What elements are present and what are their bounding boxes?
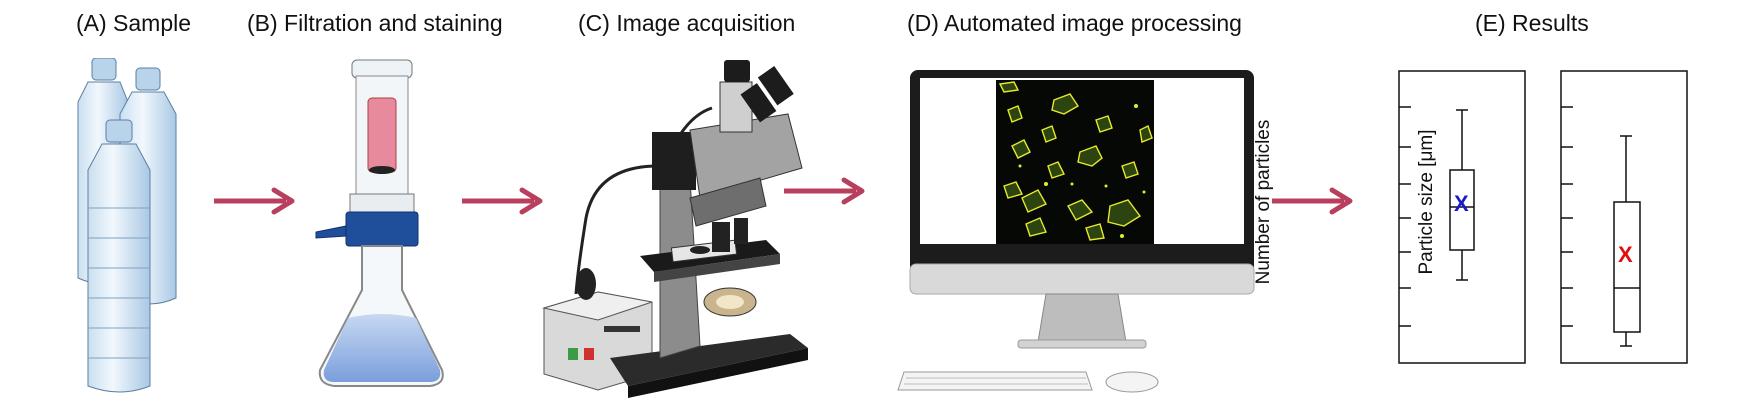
mouse [1105, 371, 1159, 393]
microscope-illustration [542, 60, 808, 398]
arrow-a-to-b [214, 187, 295, 215]
arrow-b-to-c [462, 187, 543, 215]
plot2-mean-marker: X [1618, 242, 1633, 267]
title-sample: (A) Sample [76, 10, 192, 36]
fluorescence-image [996, 80, 1154, 244]
filtration-flask-illustration [315, 59, 444, 387]
plot2-y-axis-label: Particle size [μm] [1416, 129, 1437, 275]
title-acquisition: (C) Image acquisition [578, 10, 796, 36]
title-results: (E) Results [1475, 10, 1589, 36]
computer-monitor-illustration [897, 70, 1255, 393]
plot1-y-axis-label: Number of particles [1253, 119, 1274, 285]
boxplot-particle-size [1560, 70, 1688, 364]
arrow-d-to-e [1272, 187, 1353, 215]
arrow-c-to-d [784, 177, 865, 205]
water-bottles-illustration [77, 58, 177, 393]
boxplot-number-of-particles [1398, 70, 1526, 364]
bottle-front [87, 119, 151, 393]
title-filtration: (B) Filtration and staining [247, 10, 503, 36]
plot1-mean-marker: X [1454, 191, 1469, 216]
title-processing: (D) Automated image processing [907, 10, 1242, 36]
keyboard [897, 371, 1093, 391]
